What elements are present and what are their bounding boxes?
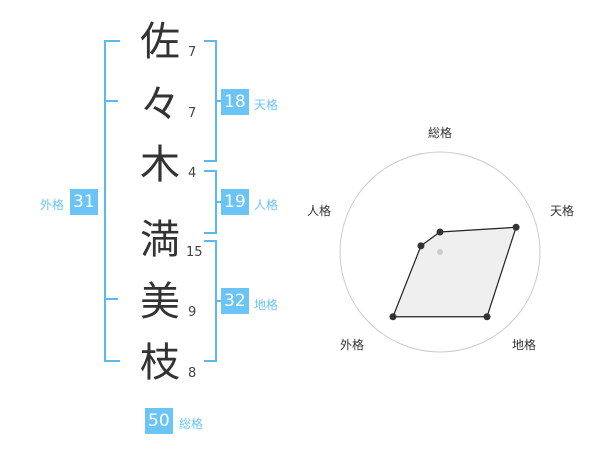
gaikaku-bracket-tick-bottom — [104, 298, 118, 300]
stroke-count-3: 4 — [188, 166, 197, 181]
gaikaku-bracket-tick-top — [104, 100, 118, 102]
radar-point-1 — [512, 223, 520, 231]
stroke-count-4: 15 — [186, 245, 203, 260]
jinkaku-bracket-connector — [215, 201, 223, 203]
tenkaku-value: 18 — [221, 89, 249, 115]
soukaku-label: 総格 — [179, 417, 204, 431]
radar-label-tenkaku: 天格 — [550, 204, 575, 218]
jinkaku-label: 人格 — [254, 198, 279, 212]
name-char-4: 満 — [140, 217, 180, 263]
radar-point-4 — [417, 242, 425, 250]
radar-point-3 — [389, 313, 397, 321]
gaikaku-value: 31 — [70, 189, 98, 215]
stroke-count-2: 7 — [188, 106, 197, 121]
radar-point-2 — [483, 313, 491, 321]
soukaku-value: 50 — [145, 408, 173, 434]
name-char-3: 木 — [140, 142, 180, 188]
name-char-6: 枝 — [140, 340, 180, 386]
radar-points — [389, 223, 520, 321]
chikaku-bracket-connector — [215, 300, 223, 302]
radar-label-soukaku: 総格 — [428, 126, 453, 140]
radar-label-gaikaku: 外格 — [340, 338, 365, 352]
name-char-5: 美 — [140, 279, 180, 325]
radar-label-jinkaku: 人格 — [307, 204, 332, 218]
gaikaku-bracket — [104, 40, 120, 362]
radar-center-dot — [437, 249, 443, 255]
name-char-1: 佐 — [140, 19, 180, 65]
stroke-count-6: 8 — [188, 366, 197, 381]
stroke-count-5: 9 — [188, 305, 197, 320]
radar-point-0 — [436, 228, 444, 236]
gaikaku-label: 外格 — [40, 198, 65, 212]
chikaku-label: 地格 — [254, 298, 279, 312]
radar-polygon — [392, 226, 517, 318]
stroke-count-1: 7 — [188, 45, 197, 60]
name-char-2: 々 — [140, 82, 180, 128]
radar-label-chikaku: 地格 — [512, 338, 537, 352]
tenkaku-bracket-connector — [215, 100, 223, 102]
tenkaku-label: 天格 — [254, 98, 279, 112]
jinkaku-value: 19 — [221, 189, 249, 215]
chikaku-value: 32 — [221, 288, 249, 314]
